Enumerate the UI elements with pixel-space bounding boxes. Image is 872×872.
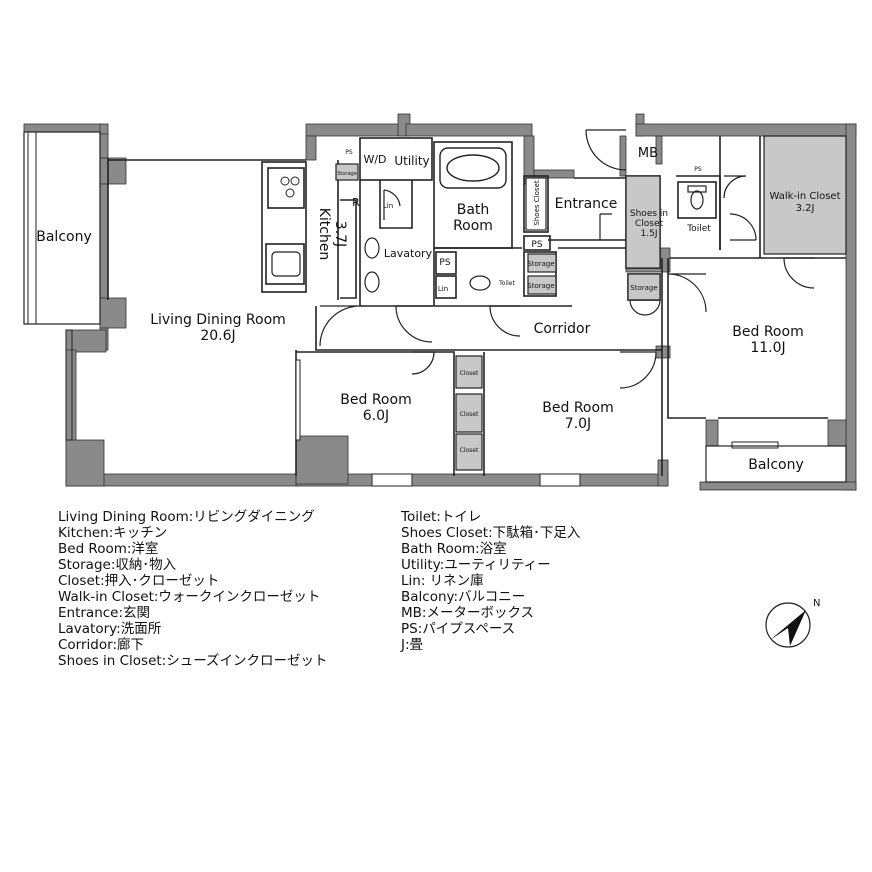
legend-item: Kitchen:キッチン: [58, 525, 168, 541]
compass-north-label: N: [813, 598, 820, 609]
balcony-bottom-label: Balcony: [748, 457, 804, 473]
compass: N: [765, 598, 820, 648]
legend-right: Toilet:トイレ Shoes Closet:下駄箱･下足入 Bath Roo…: [401, 509, 580, 653]
closet-label-2: Closet: [460, 411, 479, 418]
bathtub: [439, 147, 507, 189]
legend-item: Shoes in Closet:シューズインクローゼット: [58, 653, 328, 669]
room-labels: Living Dining Room 20.6J Kitchen 3.7J Be…: [36, 146, 840, 473]
walk-in-closet-size: 3.2J: [796, 203, 815, 214]
toilet-label: Toilet: [686, 224, 711, 234]
bath-room-label-2: Room: [453, 218, 493, 234]
legend-item: Lavatory:洗面所: [58, 621, 162, 637]
legend-item: Toilet:トイレ: [401, 509, 482, 525]
legend-item: Utility:ユーティリティー: [401, 557, 551, 573]
wall-segment: [23, 123, 105, 133]
storage-label-1: Storage: [337, 171, 357, 177]
balcony-left-label: Balcony: [36, 229, 92, 245]
legend-item: Bath Room:浴室: [401, 541, 507, 557]
windows: [27, 131, 779, 487]
sinks: [271, 237, 380, 293]
wd-label: W/D: [363, 153, 386, 166]
shoes-closet-label: Shoes Closet: [533, 180, 541, 225]
utility-label: Utility: [394, 154, 429, 168]
shoes-in-closet-label-1: Shoes in: [630, 209, 668, 219]
closet-label-1: Closet: [460, 370, 479, 377]
legend-item: Living Dining Room:リビングダイニング: [58, 509, 315, 525]
legend-item: Balcony:バルコニー: [401, 589, 526, 605]
legend-item: Bed Room:洋室: [58, 541, 159, 557]
storage-label-4: Storage: [630, 284, 657, 292]
ps-label-1: PS: [345, 149, 353, 156]
legend-item: Closet:押入･クローゼット: [58, 573, 220, 589]
storage-label-2: Storage: [527, 260, 554, 268]
shoes-in-closet-size: 1.5J: [641, 229, 658, 239]
toilet-small-label: Toilet: [498, 280, 515, 287]
bed-room-a-size: 6.0J: [363, 408, 389, 424]
lavatory-label: Lavatory: [384, 247, 433, 260]
legend-item: Corridor:廊下: [58, 637, 144, 653]
kitchen-label: Kitchen: [316, 208, 332, 261]
legend-item: Shoes Closet:下駄箱･下足入: [401, 525, 581, 541]
closet-fills: [335, 135, 847, 471]
compass-ring: [765, 602, 811, 648]
ps-label-2: PS: [531, 240, 542, 250]
refrigerator-label: R: [352, 196, 360, 209]
ps-label-4: PS: [694, 166, 702, 173]
kitchen-size: 3.7J: [332, 221, 348, 247]
storage-label-3: Storage: [527, 282, 554, 290]
corridor-label: Corridor: [534, 321, 591, 337]
balconies: [23, 131, 847, 483]
walk-in-closet-label: Walk-in Closet: [769, 191, 840, 202]
compass-needle-icon: [770, 610, 806, 646]
legend-left: Living Dining Room:リビングダイニング Kitchen:キッチ…: [58, 509, 328, 669]
lin-label-1: Lin: [383, 202, 393, 210]
bed-room-b-label: Bed Room: [542, 400, 613, 416]
living-dining-size: 20.6J: [200, 328, 235, 344]
entrance-label: Entrance: [555, 196, 618, 212]
living-dining-label: Living Dining Room: [150, 312, 286, 328]
legend-item: PS:パイプスペース: [401, 621, 516, 637]
legend-item: Storage:収納･物入: [58, 557, 177, 573]
shoes-in-closet-label-2: Closet: [635, 219, 664, 229]
closet-label-3: Closet: [460, 447, 479, 454]
legend-item: J:畳: [401, 637, 424, 653]
legend-item: MB:メーターボックス: [401, 605, 535, 621]
legend-item: Entrance:玄関: [58, 605, 151, 621]
doors: [319, 129, 815, 389]
ps-label-3: PS: [439, 258, 450, 268]
bed-room-c-size: 11.0J: [750, 340, 785, 356]
toilet-fixtures: [469, 185, 707, 291]
bed-room-c-label: Bed Room: [732, 324, 803, 340]
lin-label-2: Lin: [438, 285, 448, 293]
legend-item: Walk-in Closet:ウォークインクローゼット: [58, 589, 321, 605]
stove: [280, 176, 300, 198]
bed-room-a-label: Bed Room: [340, 392, 411, 408]
legend-item: Lin: リネン庫: [401, 573, 484, 589]
interior-lines: [107, 136, 846, 476]
bath-room-label-1: Bath: [457, 202, 490, 218]
bed-room-b-size: 7.0J: [565, 416, 591, 432]
mb-label: MB: [638, 146, 658, 161]
